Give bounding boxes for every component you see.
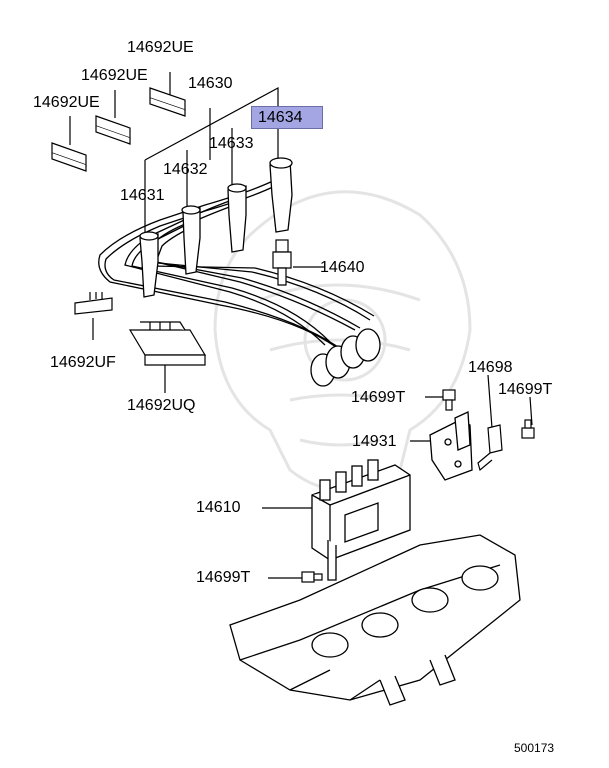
part-label-14931[interactable]: 14931: [352, 433, 397, 450]
part-label-14610[interactable]: 14610: [196, 499, 241, 516]
bolt-icons: [301, 389, 535, 583]
wire-clamp-icons: [51, 87, 186, 172]
part-label-14692uf[interactable]: 14692UF: [50, 354, 116, 371]
bracket-14692uf-icon: [74, 292, 113, 315]
spark-plug-icon: [272, 239, 292, 286]
ignition-coil-icon: [311, 459, 411, 581]
part-label-14698[interactable]: 14698: [468, 359, 513, 376]
part-label-14630[interactable]: 14630: [188, 75, 233, 92]
part-label-14640[interactable]: 14640: [320, 259, 365, 276]
part-label-14699t-b[interactable]: 14699T: [498, 381, 553, 398]
part-label-14699t-c[interactable]: 14699T: [196, 569, 251, 586]
wire-holder-14692uq-icon: [128, 321, 207, 366]
part-label-14692ue-left[interactable]: 14692UE: [33, 94, 100, 111]
part-label-14692ue-top[interactable]: 14692UE: [127, 39, 194, 56]
part-label-14633[interactable]: 14633: [209, 135, 254, 152]
intake-manifold-icon: [229, 534, 521, 706]
diagram-reference-number: 500173: [514, 741, 555, 755]
part-label-14692ue-mid[interactable]: 14692UE: [81, 67, 148, 84]
part-label-14692uq[interactable]: 14692UQ: [127, 397, 196, 414]
part-label-14632[interactable]: 14632: [163, 161, 208, 178]
part-label-14631[interactable]: 14631: [120, 187, 165, 204]
bracket-14931-icon: [429, 411, 473, 481]
part-label-14634-highlighted[interactable]: 14634: [251, 106, 323, 129]
part-label-14699t-a[interactable]: 14699T: [351, 389, 406, 406]
coil-side-boots: [310, 328, 381, 387]
bracket-14698-icon: [477, 424, 503, 472]
spark-plug-boots: [139, 157, 293, 298]
